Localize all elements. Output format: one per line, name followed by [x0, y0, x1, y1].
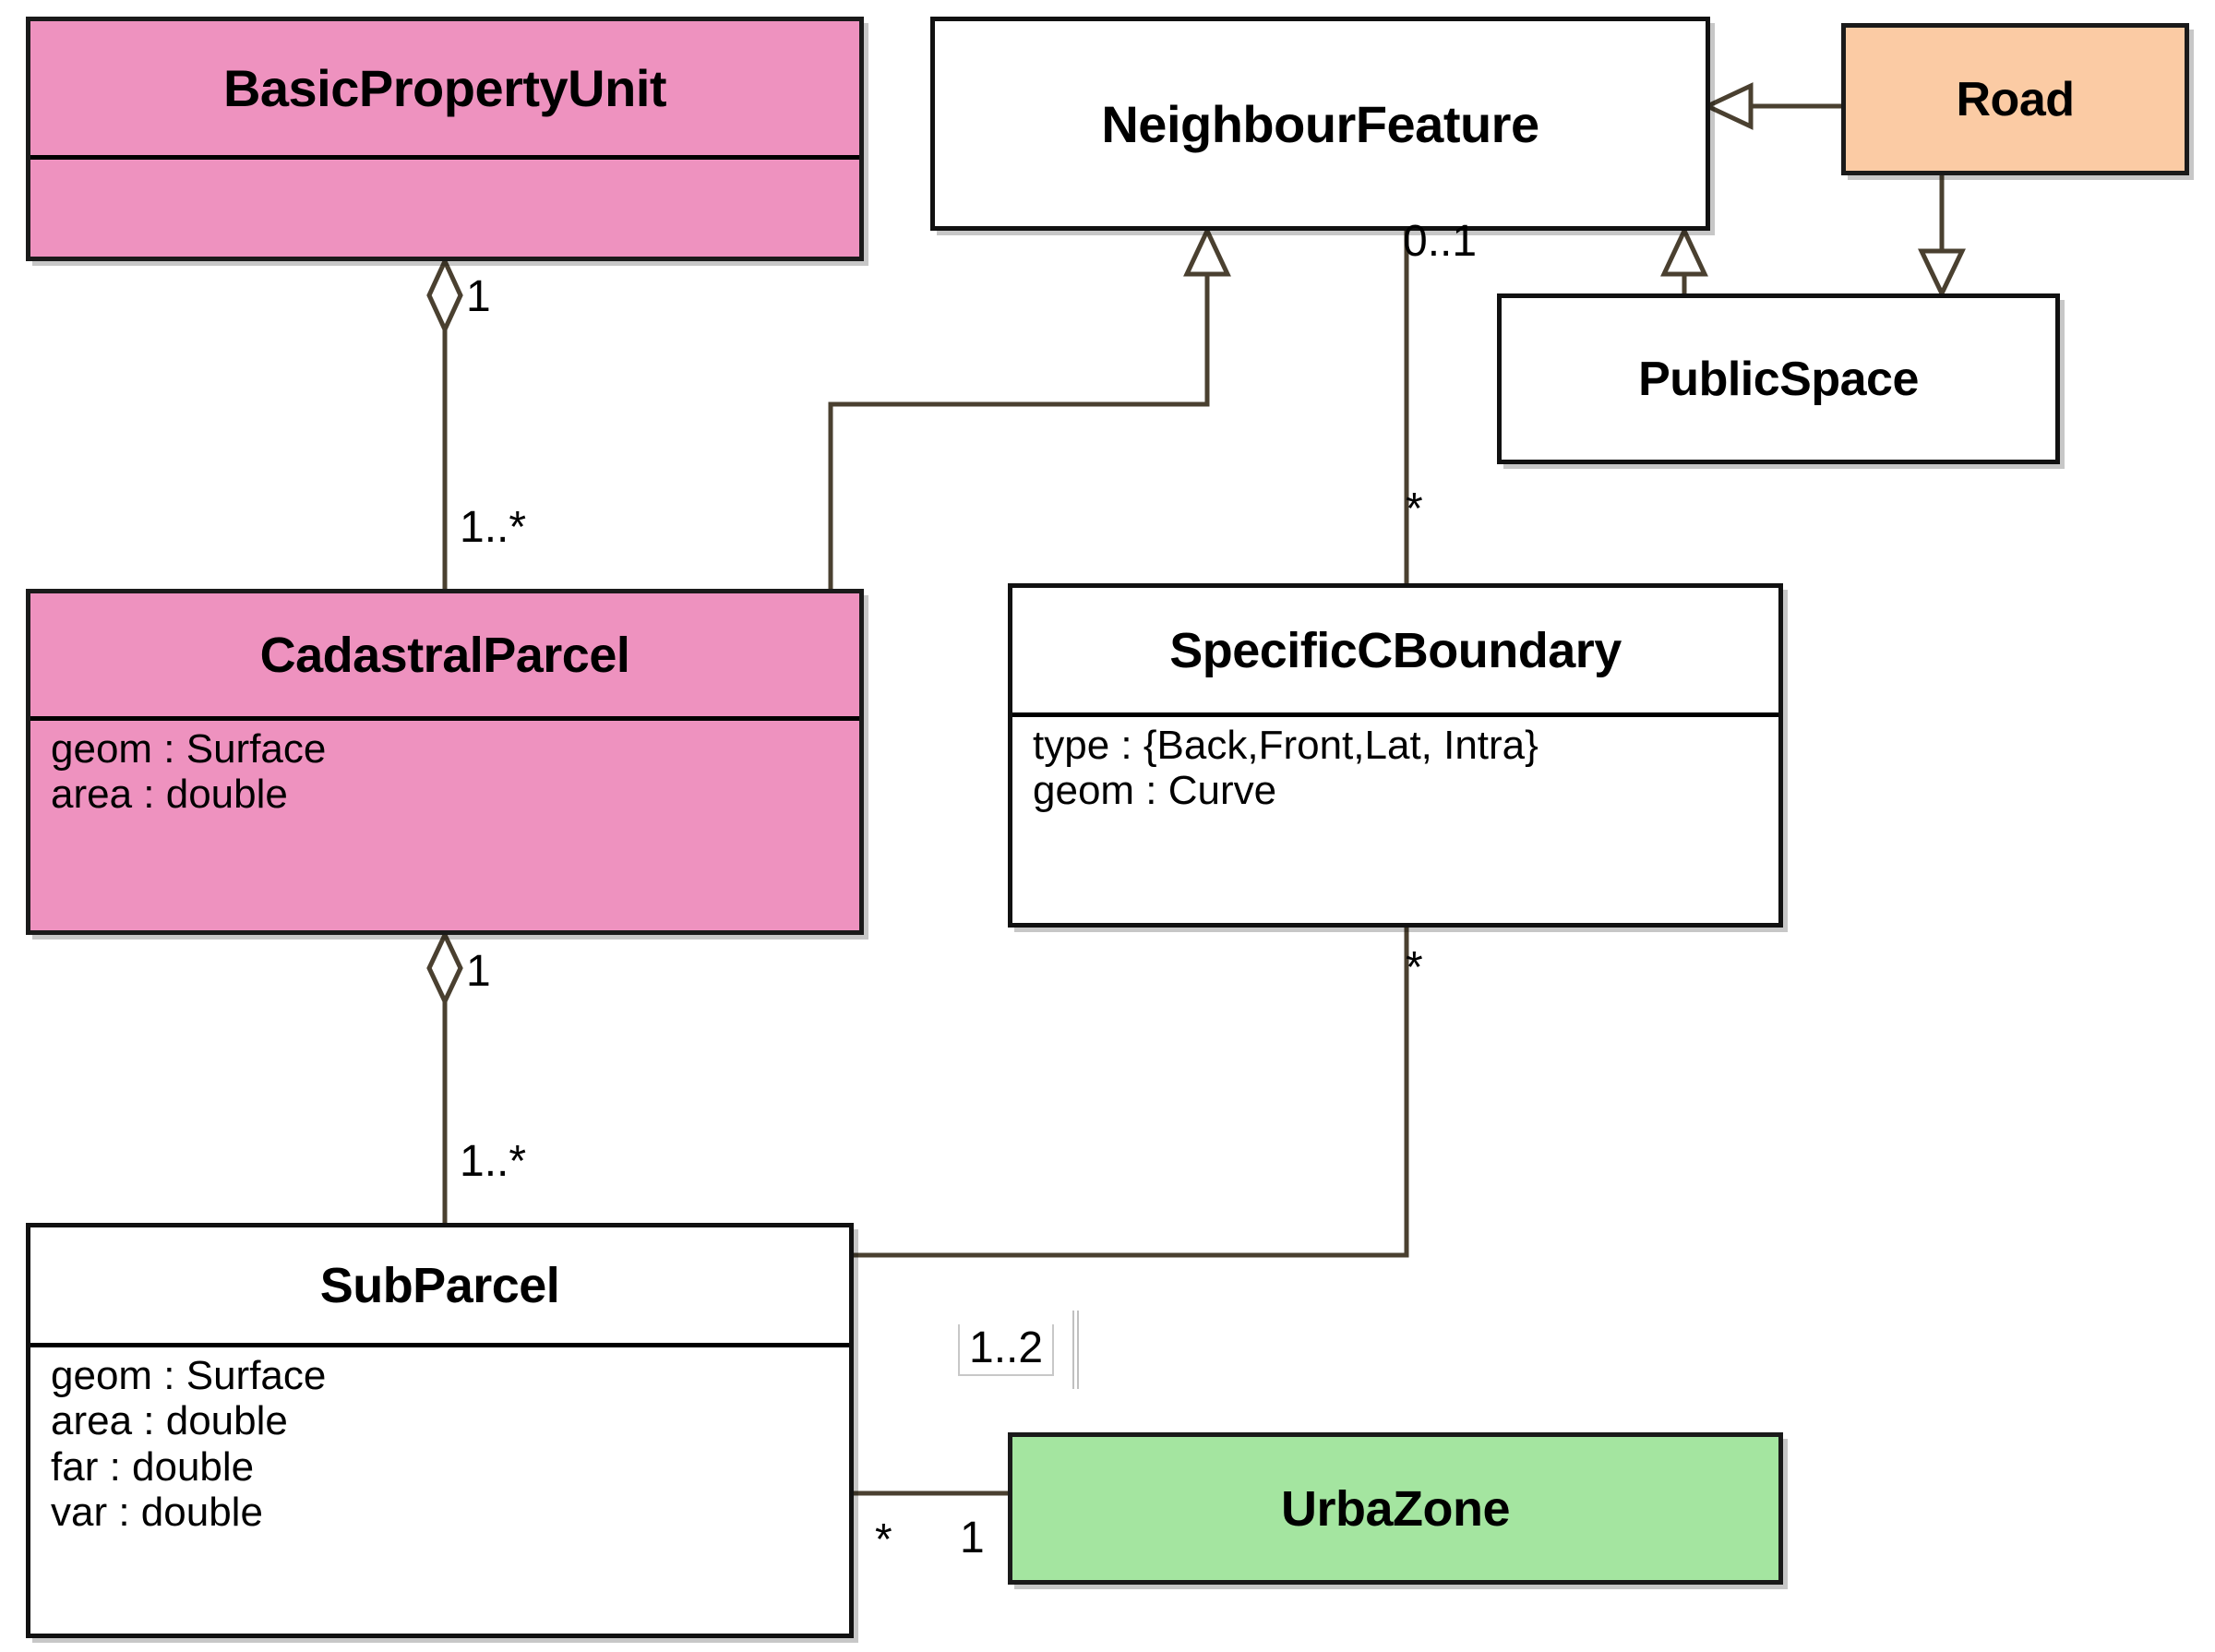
class-public-space[interactable]: PublicSpace [1497, 293, 2060, 464]
multiplicity-specificcboundary-assoc-end: * [1406, 485, 1423, 533]
multiplicity-cadastralparcel-agg-end: 1 [466, 947, 491, 996]
aggregation-diamond-cadastralparcel [426, 929, 463, 1007]
multiplicity-subparcel-urbazone-star: * [875, 1515, 892, 1564]
attribute-row: var : double [51, 1489, 263, 1535]
attribute-row: area : double [51, 772, 288, 818]
compartment-separator [30, 716, 859, 721]
attribute-row: area : double [51, 1398, 288, 1444]
attribute-row: geom : Curve [1033, 768, 1277, 814]
class-name-cadastral-parcel: CadastralParcel [259, 627, 630, 683]
class-attributes-sub-parcel: geom : Surface area : double far : doubl… [30, 1347, 849, 1535]
class-neighbour-feature[interactable]: NeighbourFeature [930, 17, 1710, 231]
class-road[interactable]: Road [1841, 23, 2189, 175]
class-sub-parcel[interactable]: SubParcel geom : Surface area : double f… [26, 1223, 854, 1638]
class-basic-property-unit[interactable]: BasicPropertyUnit [26, 17, 864, 261]
multiplicity-urbazone-one: 1 [960, 1514, 985, 1562]
multiplicity-cadastralparcel-end: 1..* [460, 503, 527, 552]
class-specific-c-boundary[interactable]: SpecificCBoundary type : {Back,Front,Lat… [1008, 583, 1783, 928]
edge-specificcboundary-subparcel [854, 928, 1409, 1258]
compartment-separator [30, 1343, 849, 1347]
class-name-specific-c-boundary: SpecificCBoundary [1169, 622, 1622, 678]
compartment-separator [30, 155, 859, 160]
class-name-urba-zone: UrbaZone [1280, 1480, 1511, 1537]
class-name-sub-parcel: SubParcel [319, 1257, 560, 1313]
multiplicity-bpu-end: 1 [466, 272, 491, 321]
multiplicity-editing-field[interactable]: 1..2 [958, 1324, 1055, 1376]
attribute-row: geom : Surface [51, 726, 327, 772]
class-name-neighbour-feature: NeighbourFeature [1101, 94, 1539, 153]
generalization-arrow-cadastralparcel [1183, 225, 1231, 277]
class-attributes-basic-property-unit [30, 160, 859, 261]
compartment-separator [1012, 712, 1778, 717]
attribute-row: geom : Surface [51, 1353, 327, 1398]
attribute-row: type : {Back,Front,Lat, Intra} [1033, 723, 1539, 768]
generalization-arrow-road [1702, 82, 1754, 130]
class-cadastral-parcel[interactable]: CadastralParcel geom : Surface area : do… [26, 589, 864, 935]
multiplicity-subparcel-end: 1..* [460, 1137, 527, 1186]
multiplicity-specificcboundary-subparcel-end: * [1406, 943, 1423, 992]
class-attributes-cadastral-parcel: geom : Surface area : double [30, 721, 859, 818]
multiplicity-neighbourfeature-assoc-end: 0..1 [1403, 217, 1478, 266]
class-name-road: Road [1956, 72, 2076, 126]
aggregation-diamond-bpu [426, 256, 463, 335]
class-urba-zone[interactable]: UrbaZone [1008, 1432, 1783, 1585]
generalization-arrow-publicspace [1660, 225, 1708, 277]
class-attributes-specific-c-boundary: type : {Back,Front,Lat, Intra} geom : Cu… [1012, 717, 1778, 814]
class-name-public-space: PublicSpace [1638, 352, 1919, 406]
text-cursor-icon [1072, 1311, 1079, 1389]
class-name-basic-property-unit: BasicPropertyUnit [222, 59, 667, 117]
edge-cadastralparcel-neighbourfeature [828, 231, 1210, 589]
generalization-arrow-road-publicspace [1918, 248, 1966, 299]
attribute-row: far : double [51, 1443, 255, 1490]
